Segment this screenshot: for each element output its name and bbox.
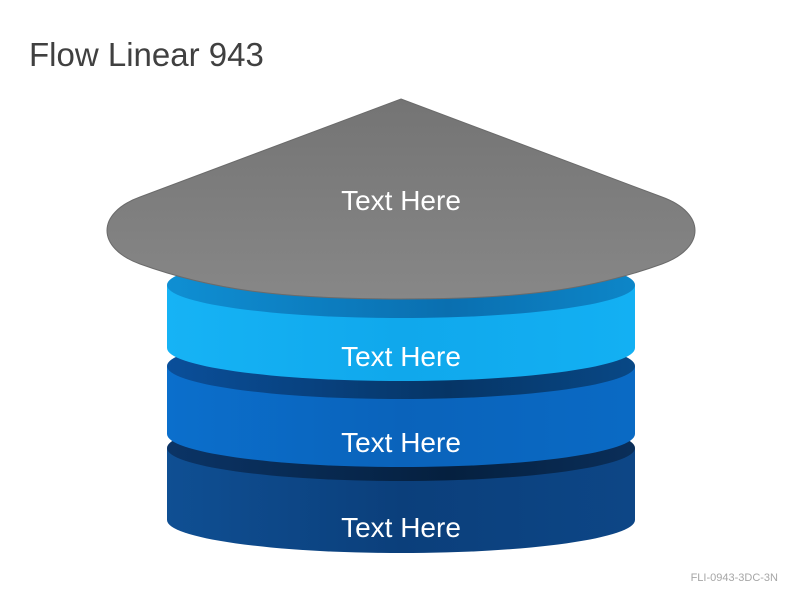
page-title: Flow Linear 943	[29, 36, 264, 73]
cone-cap-label: Text Here	[341, 185, 461, 216]
layer-2-label: Text Here	[341, 427, 461, 458]
cone-cap-shape	[106, 98, 696, 300]
slide-code: FLI-0943-3DC-3N	[690, 572, 778, 584]
layer-1-label: Text Here	[341, 341, 461, 372]
cone-cap: Text Here	[106, 98, 696, 300]
layer-3-label: Text Here	[341, 512, 461, 543]
